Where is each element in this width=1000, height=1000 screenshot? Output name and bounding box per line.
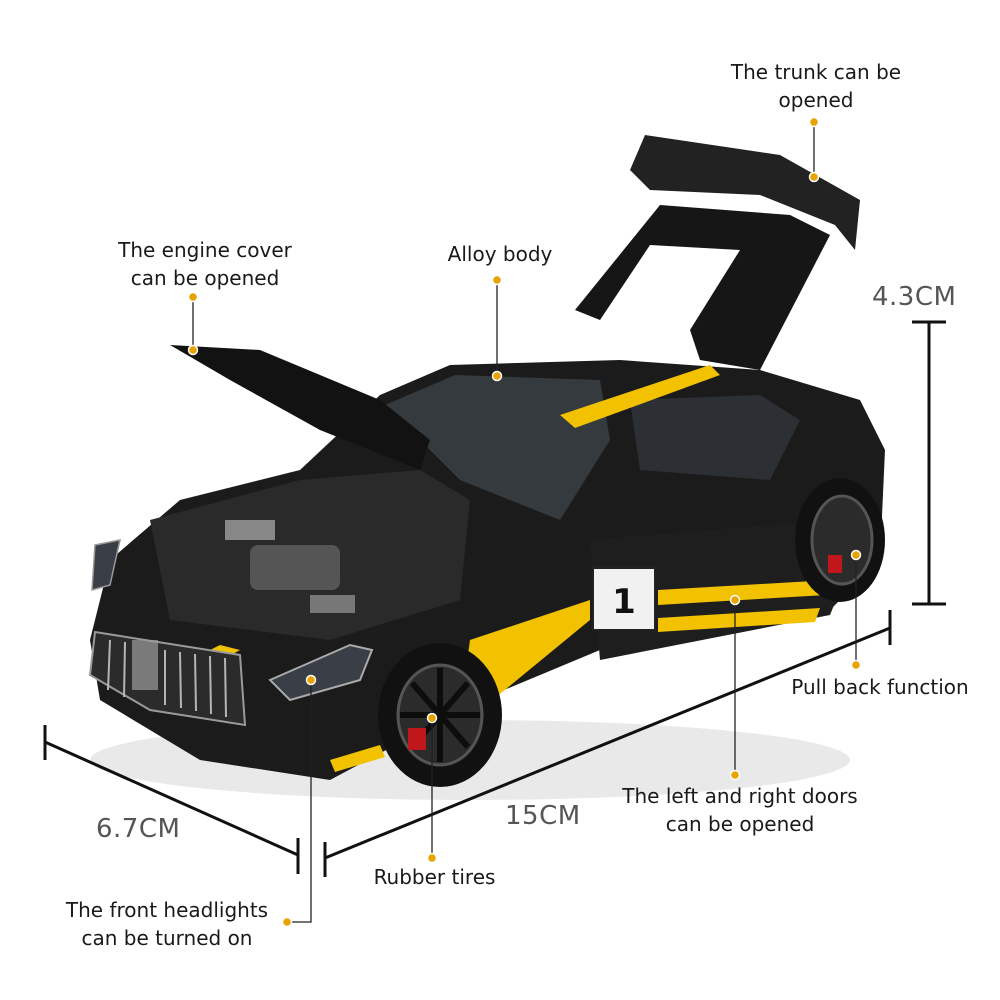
- bumper-stripe: [330, 745, 385, 772]
- width-dimension-label: 6.7CM: [96, 814, 181, 844]
- roof-stripe: [560, 365, 720, 428]
- door-stripe: [658, 580, 830, 605]
- engine-block: [250, 545, 340, 590]
- callout-tires: Rubber tires: [373, 865, 496, 889]
- front-wheel: [378, 643, 502, 787]
- grille-slats: [107, 639, 227, 718]
- door-number: 1: [612, 582, 636, 622]
- front-headlight: [268, 643, 374, 702]
- dimension-lines: [43, 320, 946, 877]
- front-grille: [88, 630, 247, 727]
- length-dimension-label: 15CM: [505, 801, 581, 831]
- rear-wheel: [795, 478, 885, 602]
- door-number-plate: [592, 567, 656, 631]
- brake-caliper: [828, 555, 842, 573]
- left-headlight: [91, 539, 121, 592]
- trunk-lid: [575, 205, 830, 370]
- side-window: [630, 395, 800, 480]
- engine-part: [225, 520, 275, 540]
- door-stripe: [658, 608, 820, 632]
- windshield: [385, 375, 610, 520]
- length-dim-line: [324, 626, 891, 860]
- brake-caliper: [408, 728, 426, 750]
- engine-hood: [170, 345, 430, 470]
- engine-part: [310, 595, 355, 613]
- rear-spoiler: [630, 135, 860, 250]
- blurred-logo: [132, 640, 158, 690]
- callout-pull-back: Pull back function: [791, 675, 969, 699]
- callout-dots: [187, 116, 862, 928]
- width-dim-line: [44, 740, 299, 857]
- height-dimension-label: 4.3CM: [872, 282, 957, 312]
- callout-leaders: [192, 122, 857, 923]
- callout-alloy-body: Alloy body: [447, 242, 553, 266]
